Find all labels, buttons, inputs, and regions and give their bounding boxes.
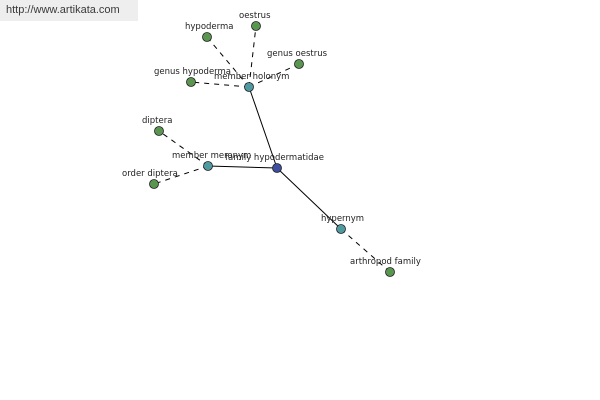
node-label-genus-hypoderma[interactable]: genus hypoderma xyxy=(154,67,231,77)
node-oestrus[interactable] xyxy=(251,21,261,31)
node-label-oestrus[interactable]: oestrus xyxy=(239,11,271,21)
edge-root-to-hypernym xyxy=(276,167,342,230)
edge-hypernym-to-arthropod-family xyxy=(340,228,391,273)
graph-edges xyxy=(153,25,391,273)
node-label-order-diptera[interactable]: order diptera xyxy=(122,169,178,179)
edge-member-meronym-to-diptera xyxy=(158,130,209,167)
node-label-genus-oestrus[interactable]: genus oestrus xyxy=(267,49,328,59)
edge-member-holonym-to-genus-hypoderma xyxy=(190,81,250,88)
node-root[interactable] xyxy=(272,163,282,173)
graph-labels: family hypodermatidae member holonym membe… xyxy=(122,11,421,267)
node-genus-hypoderma[interactable] xyxy=(186,77,196,87)
edge-root-to-member-holonym xyxy=(248,86,278,169)
graph-nodes xyxy=(149,21,395,277)
node-label-hypernym[interactable]: hypernym xyxy=(321,214,364,224)
node-arthropod-family[interactable] xyxy=(385,267,395,277)
node-member-holonym[interactable] xyxy=(244,82,254,92)
node-label-member-meronym[interactable]: member meronym xyxy=(172,151,251,161)
node-label-arthropod-family[interactable]: arthropod family xyxy=(350,257,421,267)
node-label-hypoderma[interactable]: hypoderma xyxy=(185,22,233,32)
node-diptera[interactable] xyxy=(154,126,164,136)
node-order-diptera[interactable] xyxy=(149,179,159,189)
node-genus-oestrus[interactable] xyxy=(294,59,304,69)
node-hypernym[interactable] xyxy=(336,224,346,234)
node-label-root[interactable]: family hypodermatidae xyxy=(225,153,324,163)
edge-member-holonym-to-hypoderma xyxy=(206,36,250,88)
node-member-meronym[interactable] xyxy=(203,161,213,171)
edge-member-holonym-to-oestrus xyxy=(248,25,257,88)
site-url-badge[interactable]: http://www.artikata.com xyxy=(0,0,138,21)
node-hypoderma[interactable] xyxy=(202,32,212,42)
edge-root-to-member-meronym xyxy=(207,165,278,169)
node-label-diptera[interactable]: diptera xyxy=(142,116,172,126)
node-label-member-holonym[interactable]: member holonym xyxy=(214,72,289,82)
